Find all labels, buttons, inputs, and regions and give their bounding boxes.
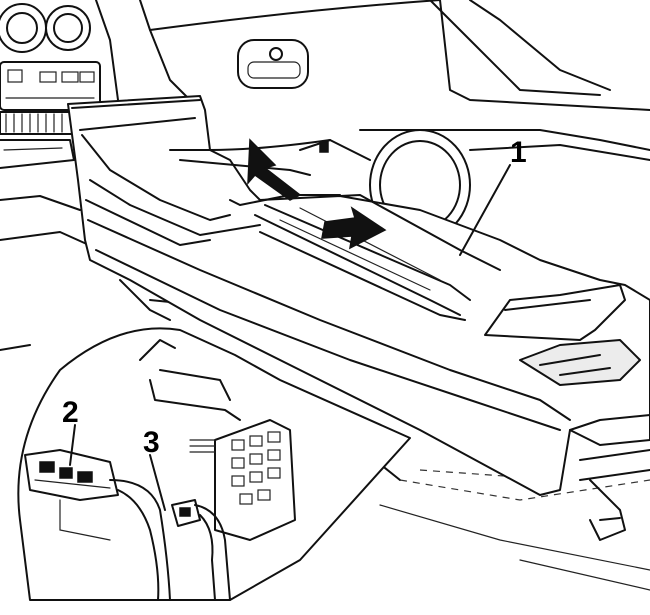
relay-block xyxy=(189,419,296,541)
connector-3-icon xyxy=(171,499,201,527)
center-console xyxy=(67,95,650,496)
callout-leaders xyxy=(69,164,511,511)
lift-arrow-icon xyxy=(247,138,302,201)
slide-arrow-icon xyxy=(321,206,387,250)
detail-inset xyxy=(17,327,411,601)
connector-2-icon xyxy=(24,449,119,501)
callout-3: 3 xyxy=(143,426,160,459)
gauge-right-icon xyxy=(45,5,91,51)
door-handle-icon xyxy=(237,39,309,89)
vent-grille xyxy=(0,111,73,135)
callout-2: 2 xyxy=(62,396,79,429)
callout-1: 1 xyxy=(510,136,527,169)
radio-panel xyxy=(0,61,101,111)
